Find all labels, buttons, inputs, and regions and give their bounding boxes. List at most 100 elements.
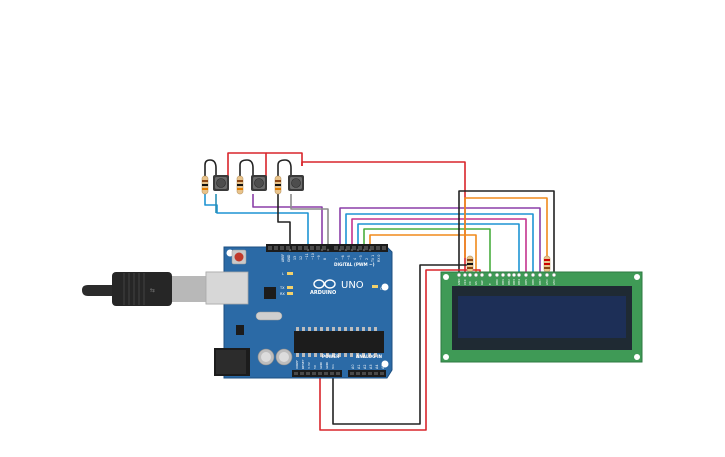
wire-purple-button-2[interactable] xyxy=(252,194,323,250)
push-button-icon[interactable] xyxy=(213,175,229,191)
analog-label: ANALOG IN xyxy=(356,354,383,359)
svg-text:8: 8 xyxy=(323,258,327,260)
svg-text:~3: ~3 xyxy=(359,255,363,260)
svg-text:GND: GND xyxy=(319,361,323,369)
wire-red-buttons-bus[interactable] xyxy=(227,152,267,178)
tx-led xyxy=(287,286,293,289)
svg-text:~6: ~6 xyxy=(341,255,345,260)
svg-text:A3: A3 xyxy=(369,365,373,369)
resistor-icon[interactable] xyxy=(201,175,209,195)
svg-text:DB5: DB5 xyxy=(524,279,528,285)
digital-header[interactable] xyxy=(266,244,388,252)
wire-endpoints xyxy=(288,248,372,252)
svg-text:E: E xyxy=(488,283,492,285)
resistor-icon[interactable] xyxy=(274,175,282,195)
push-button-icon[interactable] xyxy=(288,175,304,191)
arduino-brand-label: ARDUINO xyxy=(310,290,336,296)
wire-pink-d5[interactable] xyxy=(351,218,527,272)
svg-text:TX 1: TX 1 xyxy=(371,255,375,263)
uno-model-label: UNO xyxy=(341,280,364,291)
regulator-chip xyxy=(236,325,244,335)
wire-black-resistor-2[interactable] xyxy=(239,159,254,176)
power-label: POWER xyxy=(322,354,340,359)
svg-text:DB2: DB2 xyxy=(507,279,511,285)
lcd-pin-labels: GND VCC V0 RS RW E DB0 DB1 DB2 DB3 DB4 D… xyxy=(457,279,556,285)
mounting-hole xyxy=(443,274,449,280)
on-label: ON xyxy=(380,287,386,291)
lcd-16x2-module[interactable]: GND VCC V0 RS RW E DB0 DB1 DB2 DB3 DB4 D… xyxy=(440,271,643,363)
svg-text:GND: GND xyxy=(287,254,291,262)
svg-text:3.3V: 3.3V xyxy=(307,361,311,369)
resistors xyxy=(201,175,551,273)
wire-blue-d6[interactable] xyxy=(345,213,534,272)
wire-black-resistor-3[interactable] xyxy=(277,159,292,176)
wire-green-d3[interactable] xyxy=(363,228,491,272)
digital-pin-labels: 13 12 ~11 ~10 ~9 8 7 ~6 ~5 4 ~3 2 TX 1 R… xyxy=(281,253,381,263)
svg-text:V0: V0 xyxy=(468,281,472,285)
wire-black-led-gnd[interactable] xyxy=(458,190,555,272)
svg-text:LED: LED xyxy=(545,280,549,285)
svg-text:VCC: VCC xyxy=(463,279,467,285)
usb-controller-chip xyxy=(264,287,276,299)
svg-text:Vin: Vin xyxy=(331,364,335,369)
resistor-icon[interactable] xyxy=(543,255,551,273)
svg-text:GND: GND xyxy=(325,361,329,369)
mounting-hole xyxy=(443,354,449,360)
l-led xyxy=(287,272,293,275)
tx-label: TX xyxy=(279,286,285,290)
svg-text:A0: A0 xyxy=(351,365,355,369)
svg-text:DB1: DB1 xyxy=(501,279,505,285)
wire-black-gnd[interactable] xyxy=(332,264,459,425)
svg-text:~11: ~11 xyxy=(305,253,309,260)
resistor-icon[interactable] xyxy=(236,175,244,195)
svg-text:4: 4 xyxy=(353,258,357,260)
svg-text:DB6: DB6 xyxy=(531,279,535,285)
svg-text:A5: A5 xyxy=(381,365,385,369)
wire-purple-d7[interactable] xyxy=(339,207,541,272)
analog-pin-labels: A0 A1 A2 A3 A4 A5 xyxy=(351,365,385,369)
wire-orange-led-anode[interactable] xyxy=(464,197,548,258)
wire-red-5v[interactable] xyxy=(319,269,481,431)
svg-text:~10: ~10 xyxy=(311,253,315,260)
wire-gray-button-3[interactable] xyxy=(290,194,329,250)
svg-text:DB4: DB4 xyxy=(517,279,521,285)
lcd-screen xyxy=(458,296,626,338)
svg-text:LED: LED xyxy=(552,280,556,285)
wires xyxy=(204,152,555,431)
svg-text:RW: RW xyxy=(480,280,484,285)
wire-blue-d4[interactable] xyxy=(357,223,520,272)
svg-text:A1: A1 xyxy=(357,365,361,369)
svg-text:A4: A4 xyxy=(375,365,379,369)
microcontroller-chip-icon xyxy=(294,327,384,357)
digital-label: DIGITAL (PWM ~) xyxy=(334,262,375,267)
svg-text:13: 13 xyxy=(293,256,297,260)
mounting-hole xyxy=(381,360,389,368)
l-label: L xyxy=(282,272,284,276)
resistor-icon[interactable] xyxy=(466,255,474,273)
wire-black-resistor-1[interactable] xyxy=(204,159,217,176)
svg-text:DB7: DB7 xyxy=(538,279,542,285)
svg-text:⇆: ⇆ xyxy=(150,287,155,294)
svg-text:RX 0: RX 0 xyxy=(377,255,381,262)
svg-text:DB3: DB3 xyxy=(512,279,516,285)
reset-button[interactable] xyxy=(231,249,247,265)
arduino-uno-board[interactable]: DIGITAL (PWM ~) ARDUINO UNO POWER ANALOG… xyxy=(205,244,393,379)
mounting-hole xyxy=(634,354,640,360)
lcd-pins[interactable] xyxy=(457,273,556,277)
on-led xyxy=(372,285,378,288)
power-header[interactable] xyxy=(292,370,342,377)
power-jack[interactable] xyxy=(214,348,250,376)
svg-text:5V: 5V xyxy=(313,364,317,369)
push-button-icon[interactable] xyxy=(251,175,267,191)
wire-blue-button-1[interactable] xyxy=(204,194,309,250)
svg-text:7: 7 xyxy=(335,258,339,260)
svg-text:~5: ~5 xyxy=(347,255,351,260)
wire-orange-d2[interactable] xyxy=(369,234,477,272)
mounting-hole xyxy=(634,274,640,280)
capacitor-icon xyxy=(275,348,293,366)
analog-header[interactable] xyxy=(348,370,386,377)
wire-black-gnd-buttons[interactable] xyxy=(277,194,291,250)
svg-text:RESET: RESET xyxy=(301,359,305,369)
